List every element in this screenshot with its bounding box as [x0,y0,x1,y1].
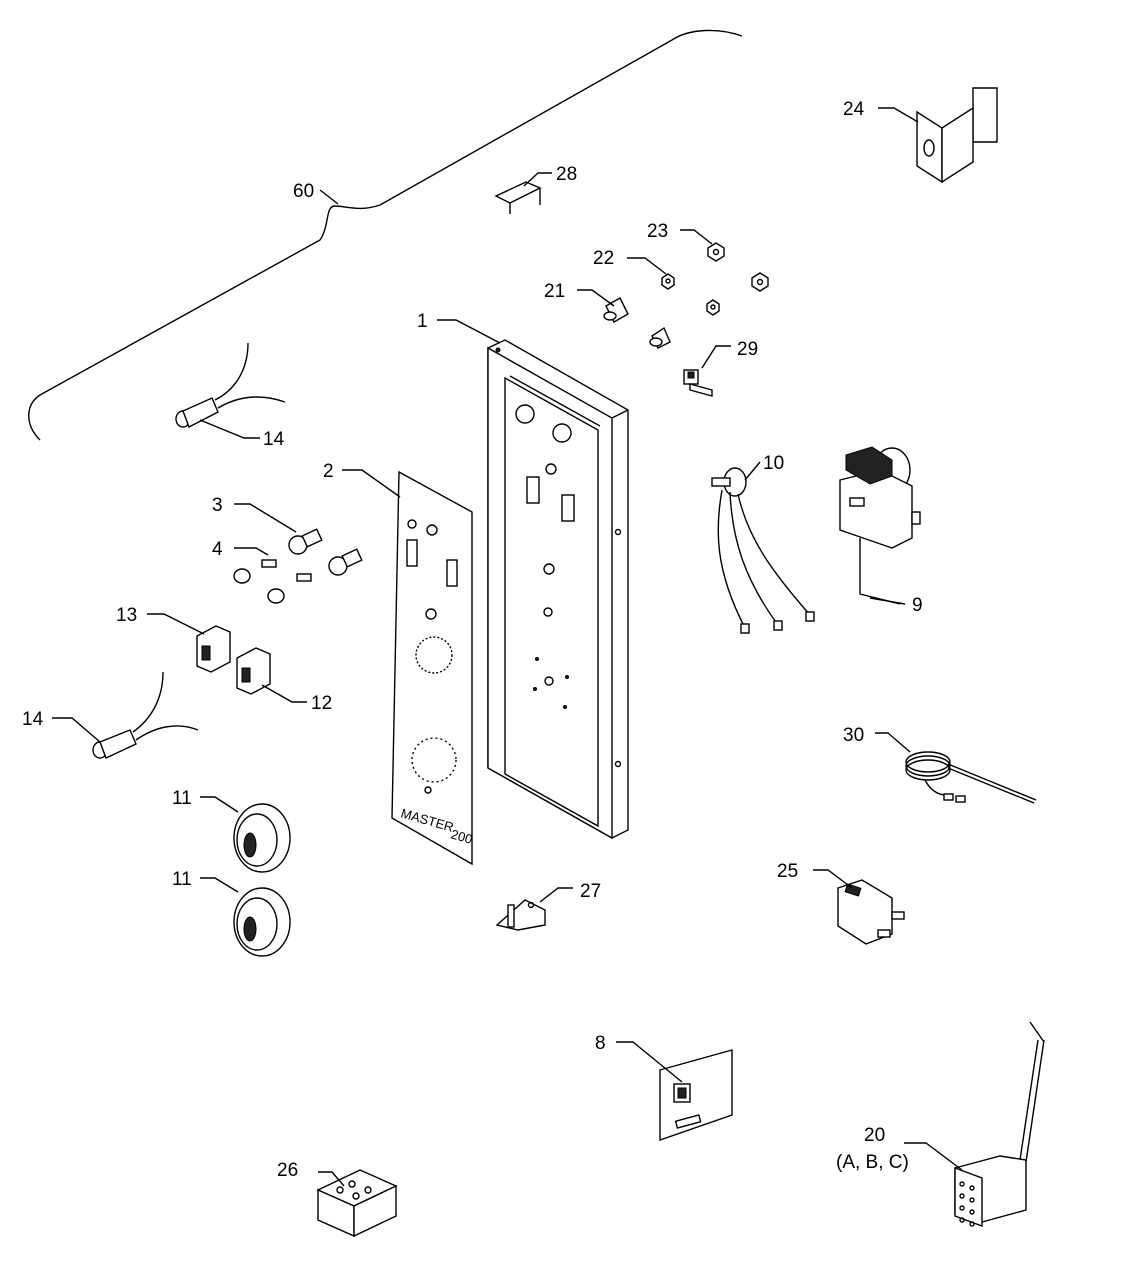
callout-8: 8 [595,1033,606,1054]
part-9-thermostat [839,446,921,605]
callout-4: 4 [212,539,223,560]
part-22-nut [661,273,720,316]
callout-11-lower: 11 [172,869,192,890]
part-20-connector [954,1021,1045,1228]
part-13-switch [196,625,231,673]
part-26-terminal-block [316,1169,398,1238]
part-21-spacer [603,297,671,349]
part-4-lamp [233,559,312,604]
callout-20: 20 [864,1125,885,1146]
callout-14-upper: 14 [263,429,285,450]
callout-60: 60 [293,181,314,202]
part-28-bracket [494,181,542,214]
panel-model-text: 200 [449,826,474,846]
part-2-front-label: MASTER 200 [391,470,474,866]
part-11-knob-lower [233,887,291,957]
part-3-lamp-holder [288,528,363,576]
callout-30: 30 [843,725,864,746]
callout-11-upper: 11 [172,788,192,809]
callout-21: 21 [544,281,565,302]
callout-labels: 1 2 3 4 8 9 10 11 11 12 13 14 14 20 (A, … [22,99,923,1181]
part-29-clip [683,369,713,397]
callout-22: 22 [593,248,614,269]
part-25-microswitch [837,879,905,945]
part-23-nut [707,242,769,292]
part-12-switch [236,647,271,695]
callout-28: 28 [556,164,577,185]
callout-20-variants: (A, B, C) [836,1152,909,1173]
callout-12: 12 [311,693,332,714]
leader-lines [52,107,963,1187]
callout-27: 27 [580,881,601,902]
callout-2: 2 [323,461,334,482]
part-10-potentiometer [711,467,815,634]
callout-24: 24 [843,99,865,120]
callout-10: 10 [763,453,784,474]
callout-29: 29 [737,339,758,360]
callout-13: 13 [116,605,137,626]
callout-1: 1 [417,311,428,332]
part-14-light-upper [175,342,286,428]
callout-26: 26 [277,1160,298,1181]
callout-25: 25 [777,861,798,882]
part-14-light-lower [92,671,199,759]
part-30-sensor [905,751,1037,804]
part-11-knob-upper [233,803,291,873]
callout-23: 23 [647,221,668,242]
part-1-panel-frame [487,339,629,840]
part-8-circuit-board [659,1049,733,1141]
callout-14-lower: 14 [22,709,44,730]
callout-3: 3 [212,495,223,516]
callout-9: 9 [912,595,923,616]
part-27-bracket [495,899,546,931]
part-24-bracket [916,87,998,184]
part-60-wire [28,29,743,441]
